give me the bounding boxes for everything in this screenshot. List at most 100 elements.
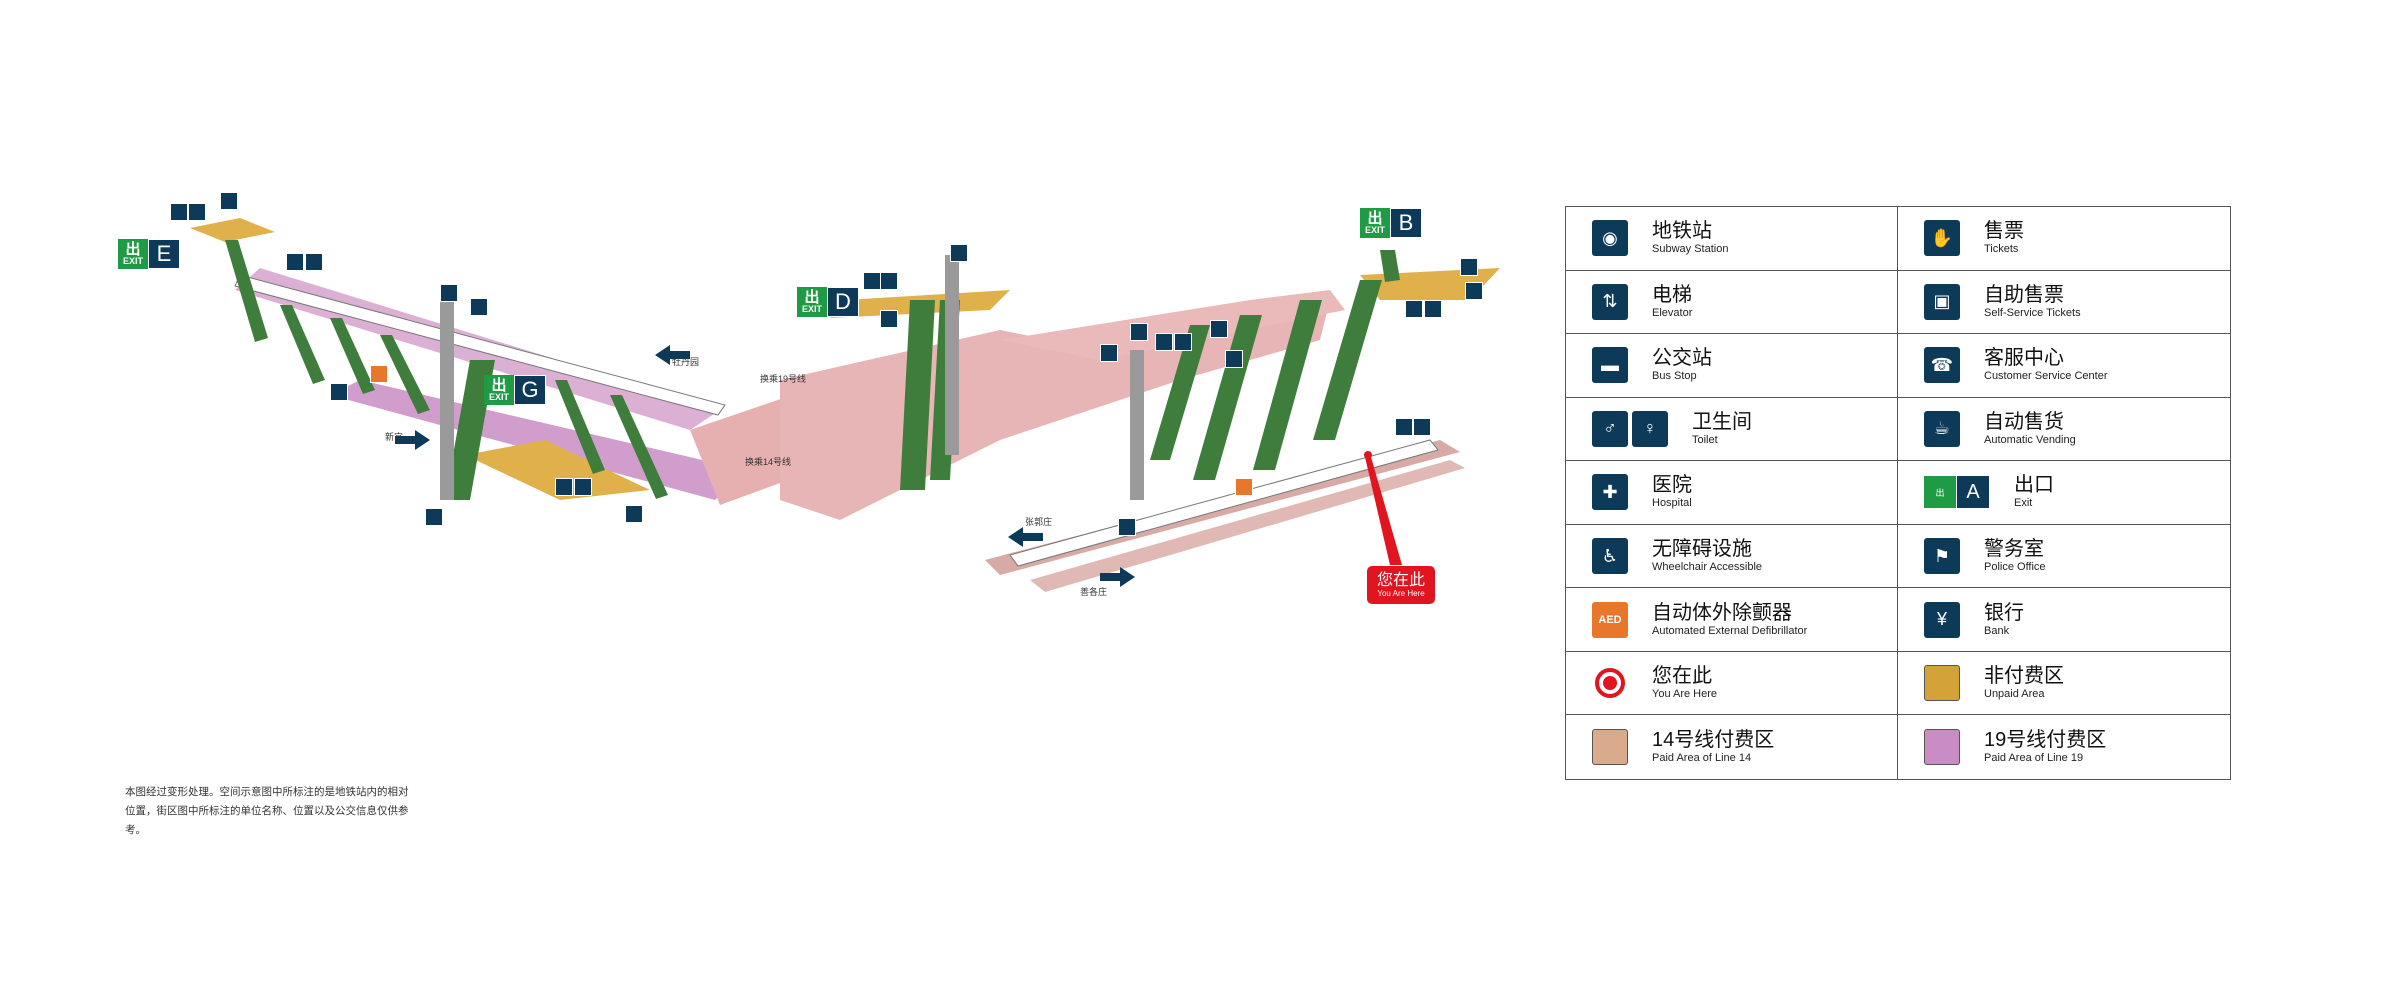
legend-en: Tickets — [1984, 243, 2019, 256]
vending-icon[interactable] — [625, 505, 643, 523]
legend-en: Toilet — [1692, 433, 1718, 446]
direction-arrows — [395, 345, 1135, 587]
police-icon: ⚑ — [1924, 538, 1960, 575]
unpaid-area-swatch — [1924, 665, 1960, 702]
legend-en: Bank — [1984, 624, 2010, 637]
legend-zh: 客服中心 — [1984, 347, 2064, 370]
exit-green-label: 出 — [1924, 476, 1956, 509]
bus-icon: ▬ — [1592, 347, 1628, 384]
legend-en: Bus Stop — [1652, 370, 1697, 383]
legend-zh: 非付费区 — [1984, 665, 2064, 688]
exit-letter: A — [1956, 475, 1990, 510]
direction-label: 牡丹园 — [672, 357, 700, 367]
legend-zh: 19号线付费区 — [1984, 729, 2107, 752]
legend-zh: 医院 — [1652, 474, 1692, 497]
toilet-icon[interactable] — [286, 253, 304, 271]
unpaid-area-G — [465, 440, 650, 500]
exit-letter: D — [827, 287, 859, 317]
toilet-icon[interactable] — [1413, 418, 1431, 436]
police-icon[interactable] — [330, 383, 348, 401]
legend-zh: 您在此 — [1652, 665, 1712, 688]
bus-icon[interactable] — [574, 478, 592, 496]
line19-lower-hall — [330, 380, 745, 500]
elevator-icon[interactable] — [170, 203, 188, 221]
exit-letter: G — [514, 375, 546, 405]
vending-icon[interactable] — [220, 192, 238, 210]
legend-zh: 卫生间 — [1692, 410, 1752, 433]
train-line14 — [1009, 439, 1439, 567]
legend-en: Unpaid Area — [1984, 688, 2045, 701]
you-are-here-dot — [1364, 451, 1372, 459]
legend-zh: 地铁站 — [1652, 220, 1712, 243]
elevator-shaft-left — [440, 300, 454, 500]
customer-service-icon[interactable] — [863, 272, 881, 290]
direction-label: 换乘19号线 — [760, 374, 807, 384]
legend-en: Self-Service Tickets — [1984, 306, 2081, 319]
elevator-icon[interactable] — [440, 284, 458, 302]
elevator-icon[interactable] — [470, 298, 488, 316]
exit-letter: B — [1390, 208, 1422, 238]
legend-en: Exit — [2014, 497, 2033, 510]
bank-icon: ¥ — [1924, 601, 1960, 638]
tickets-icon[interactable] — [1465, 282, 1483, 300]
legend-en: Police Office — [1984, 561, 2046, 574]
elevator-icon[interactable] — [1130, 323, 1148, 341]
toilet-icon[interactable] — [1395, 418, 1413, 436]
legend-en: Automatic Vending — [1984, 433, 2076, 446]
line19-paid-swatch — [1924, 729, 1960, 766]
elevator-shaft-d — [945, 255, 959, 455]
legend-en: Paid Area of Line 14 — [1652, 752, 1752, 765]
bus-icon[interactable] — [1174, 333, 1192, 351]
self-service-tickets-icon[interactable] — [1405, 300, 1423, 318]
bus-icon[interactable] — [880, 272, 898, 290]
toilet-icon[interactable] — [305, 253, 323, 271]
vending-icon[interactable] — [1225, 350, 1243, 368]
self-service-tickets-icon[interactable] — [555, 478, 573, 496]
vending-icon[interactable] — [1460, 258, 1478, 276]
legend-zh: 警务室 — [1984, 538, 2044, 561]
line14-platform-lower — [1030, 460, 1465, 592]
aed-icon: AED — [1592, 601, 1628, 638]
structural-columns — [225, 240, 1400, 500]
customer-service-icon[interactable] — [1155, 333, 1173, 351]
legend-en: Wheelchair Accessible — [1652, 561, 1763, 574]
exit-letter: E — [148, 239, 180, 269]
elevator-icon[interactable] — [1118, 518, 1136, 536]
vending-icon[interactable] — [880, 310, 898, 328]
bus-icon[interactable] — [188, 203, 206, 221]
legend-zh: 14号线付费区 — [1652, 729, 1775, 752]
self-service-tickets-icon[interactable] — [1100, 344, 1118, 362]
disclaimer-note: 本图经过变形处理。空间示意图中所标注的是地铁站内的相对位置，街区图中所标注的单位… — [125, 786, 409, 836]
legend-en: Hospital — [1652, 497, 1692, 510]
legend-zh: 出口 — [2014, 474, 2054, 497]
you-are-here-callout: 您在此 You Are Here — [1367, 566, 1436, 605]
elevator-icon[interactable] — [950, 244, 968, 262]
legend-en: Customer Service Center — [1984, 370, 2108, 383]
aed-icon[interactable] — [1235, 478, 1253, 496]
legend-zh: 自助售票 — [1984, 283, 2064, 306]
self-service-tickets-icon: ▣ — [1924, 283, 1960, 320]
tickets-icon[interactable] — [1210, 320, 1228, 338]
aed-icon[interactable] — [370, 365, 388, 383]
bus-icon[interactable] — [1424, 300, 1442, 318]
elevator-icon[interactable] — [425, 508, 443, 526]
legend-zh: 售票 — [1984, 220, 2024, 243]
